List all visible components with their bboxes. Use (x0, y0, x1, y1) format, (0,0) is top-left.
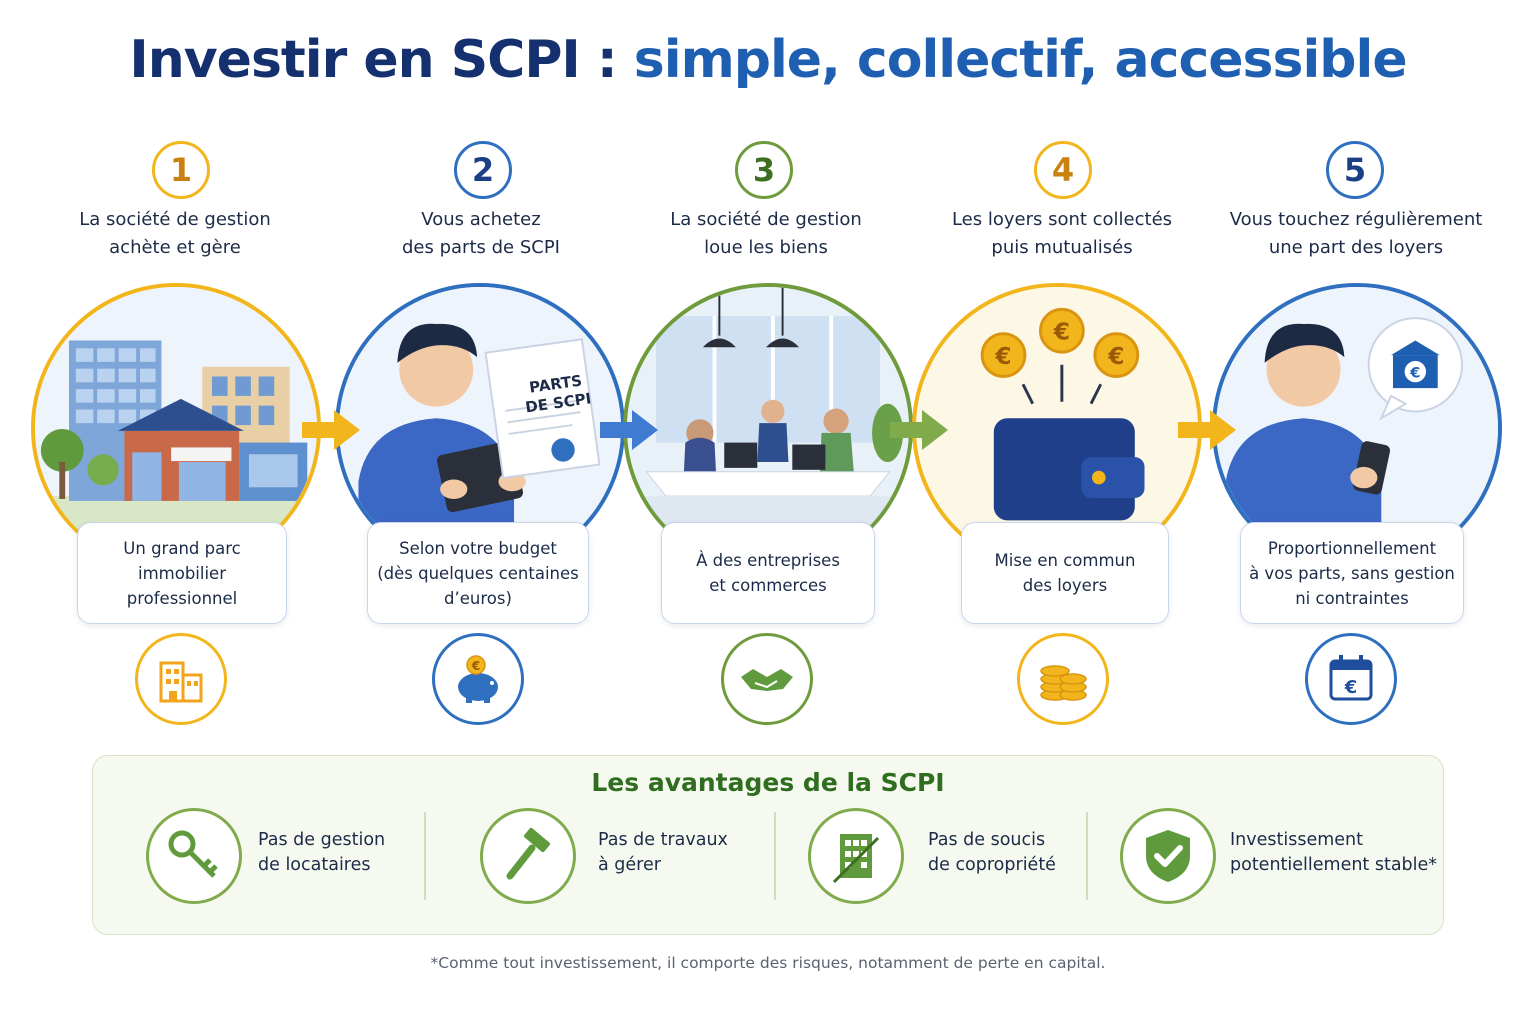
step-1-desc-line-1: Un grand parc (123, 538, 241, 558)
step-3-number: 3 (735, 141, 793, 199)
arrow-1-to-2 (302, 410, 360, 450)
step-1-desc-line-3: professionnel (126, 588, 238, 608)
page-title: Investir en SCPI : simple, collectif, ac… (0, 30, 1536, 90)
step-2-desc-line-1: Selon votre budget (399, 538, 557, 558)
step-3-desc-line-2: et commerces (709, 576, 827, 595)
advantage-4-line-1: Investissement (1230, 830, 1363, 850)
advantage-3-line-1: Pas de soucis (928, 830, 1046, 850)
title-part-2: simple, collectif, accessible (633, 30, 1408, 90)
step-2-title-line-2: des parts de SCPI (402, 237, 560, 258)
advantage-4-text: Investissement potentiellement stable* (1230, 828, 1437, 878)
step-4-icon (1017, 633, 1109, 725)
step-3-desc-line-1: À des entreprises (696, 551, 840, 570)
calendar-euro-icon: € (1329, 655, 1373, 701)
step-2-title-line-1: Vous achetez (421, 209, 541, 230)
advantage-3-icon (808, 808, 904, 904)
step-1-desc-line-2: immobilier (138, 563, 226, 583)
piggy-bank-euro-icon: € (458, 655, 498, 703)
step-5-desc-line-1: Proportionnellement (1267, 538, 1437, 558)
step-4-number: 4 (1034, 141, 1092, 199)
svg-text:€: € (471, 659, 480, 673)
step-3-icon (721, 633, 813, 725)
step-4-description: Mise en commun des loyers (961, 522, 1169, 624)
step-1-number: 1 (152, 141, 210, 199)
advantage-4-line-2: potentiellement stable* (1230, 855, 1438, 875)
step-5-number: 5 (1326, 141, 1384, 199)
step-5-title: Vous touchez régulièrement une part des … (1206, 206, 1506, 262)
step-5-desc-line-3: ni contraintes (1295, 588, 1409, 608)
advantage-4-icon (1120, 808, 1216, 904)
step-4-title: Les loyers sont collectés puis mutualisé… (912, 206, 1212, 262)
advantage-separator-1 (424, 812, 426, 900)
svg-text:€: € (1409, 364, 1420, 381)
advantage-3-line-2: de copropriété (928, 855, 1056, 875)
footnote: *Comme tout investissement, il comporte … (430, 954, 1106, 972)
title-part-1: Investir en SCPI : (129, 30, 617, 90)
advantage-1-text: Pas de gestion de locataires (258, 828, 385, 878)
step-4-title-line-1: Les loyers sont collectés (951, 209, 1173, 230)
handshake-icon (741, 669, 793, 691)
shield-check-icon (1146, 830, 1190, 882)
step-3-title-line-2: loue les biens (704, 237, 828, 258)
step-1-title: La société de gestion achète et gère (25, 206, 325, 262)
advantage-separator-2 (774, 812, 776, 900)
advantages-panel (92, 755, 1444, 935)
building-icon (832, 834, 880, 884)
advantage-1-line-1: Pas de gestion (258, 830, 386, 850)
step-3-description: À des entreprises et commerces (661, 522, 875, 624)
advantage-2-line-2: à gérer (598, 855, 661, 875)
step-5-icon: € (1305, 633, 1397, 725)
step-2-desc-line-3: d’euros) (444, 588, 512, 608)
step-1-title-line-1: La société de gestion (79, 209, 271, 230)
office-building-icon (159, 661, 203, 703)
coin-stack-icon (1040, 665, 1087, 701)
key-icon (168, 830, 218, 878)
step-5-title-line-2: une part des loyers (1268, 237, 1444, 258)
step-4-desc-line-2: des loyers (1022, 576, 1108, 595)
advantages-title: Les avantages de la SCPI (591, 768, 945, 797)
advantage-2-text: Pas de travaux à gérer (598, 828, 728, 878)
step-5-title-line-1: Vous touchez régulièrement (1229, 209, 1483, 230)
advantage-2-line-1: Pas de travaux (598, 830, 728, 850)
step-2-description: Selon votre budget (dès quelques centain… (367, 522, 589, 624)
step-5-desc-line-2: à vos parts, sans gestion (1249, 563, 1455, 583)
arrow-3-to-4 (890, 410, 948, 450)
advantage-2-icon (480, 808, 576, 904)
euro-coins: € € € (980, 307, 1140, 378)
svg-text:€: € (1053, 318, 1070, 346)
hammer-icon (506, 827, 550, 880)
advantage-separator-3 (1086, 812, 1088, 900)
step-3-title-line-1: La société de gestion (670, 209, 862, 230)
step-1-description: Un grand parc immobilier professionnel (77, 522, 287, 624)
step-2-title: Vous achetez des parts de SCPI (331, 206, 631, 262)
step-3-title: La société de gestion loue les biens (616, 206, 916, 262)
step-1-title-line-2: achète et gère (109, 237, 241, 258)
arrow-4-to-5 (1178, 410, 1236, 450)
step-1-icon (135, 633, 227, 725)
svg-text:€: € (1107, 342, 1124, 370)
svg-text:€: € (994, 342, 1011, 370)
step-2-icon: € (432, 633, 524, 725)
svg-text:€: € (1344, 677, 1358, 698)
advantage-3-text: Pas de soucis de copropriété (928, 828, 1056, 878)
arrow-2-to-3 (600, 410, 658, 450)
bank-euro-icon: € (1391, 340, 1440, 389)
step-4-desc-line-1: Mise en commun (994, 551, 1136, 570)
advantage-1-line-2: de locataires (258, 855, 371, 875)
step-5-description: Proportionnellement à vos parts, sans ge… (1240, 522, 1464, 624)
advantage-1-icon (146, 808, 242, 904)
step-4-title-line-2: puis mutualisés (991, 237, 1133, 258)
step-2-desc-line-2: (dès quelques centaines (377, 563, 579, 583)
step-2-number: 2 (454, 141, 512, 199)
